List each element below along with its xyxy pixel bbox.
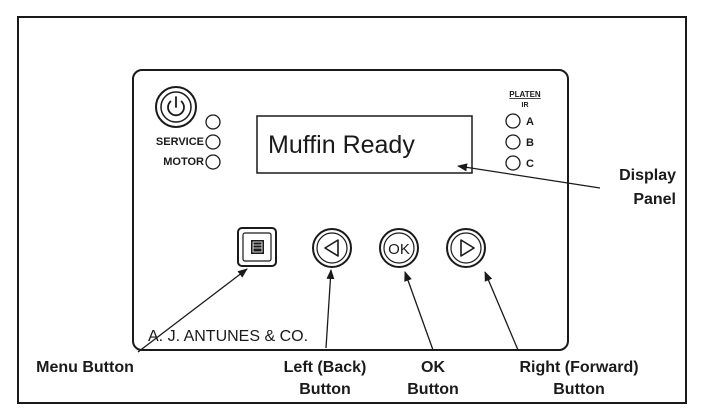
display-panel-callout-line2: Panel <box>633 191 676 208</box>
menu-button-arrow <box>137 268 248 353</box>
right-button-arrow <box>484 271 519 351</box>
platen-c-label: C <box>526 158 534 170</box>
control-panel <box>132 69 569 351</box>
service-label: SERVICE <box>156 136 204 148</box>
right-button-callout-line1: Right (Forward) <box>519 359 638 376</box>
power-icon <box>167 96 185 117</box>
platen-a-label: A <box>526 116 534 128</box>
right-button[interactable] <box>446 228 486 268</box>
display-panel-callout-line1: Display <box>619 167 676 184</box>
menu-icon <box>251 240 264 254</box>
display-panel-arrow <box>457 163 601 189</box>
left-button-callout-line2: Button <box>299 381 351 398</box>
left-arrow-icon <box>324 239 339 257</box>
display-text: Muffin Ready <box>268 131 415 159</box>
ok-button-arrow <box>404 271 434 351</box>
ok-button[interactable]: OK <box>379 228 419 268</box>
right-button-callout-line2: Button <box>553 381 605 398</box>
power-button[interactable] <box>155 86 197 128</box>
motor-label: MOTOR <box>163 156 204 168</box>
platen-b-led <box>505 134 521 150</box>
platen-c-led <box>505 155 521 171</box>
menu-button[interactable] <box>237 227 277 267</box>
platen-b-label: B <box>526 137 534 149</box>
ok-button-callout-line2: Button <box>407 381 459 398</box>
outer-frame <box>17 16 687 404</box>
platen-subtitle: IR <box>522 102 529 109</box>
power-indicator-led <box>205 114 221 130</box>
motor-indicator-led <box>205 154 221 170</box>
platen-title: PLATEN <box>509 90 541 99</box>
ok-button-label: OK <box>388 241 410 258</box>
left-button-arrow <box>325 269 335 349</box>
left-button-callout-line1: Left (Back) <box>284 359 367 376</box>
ok-button-callout-line1: OK <box>421 359 445 376</box>
platen-a-led <box>505 113 521 129</box>
brand-label: A. J. ANTUNES & CO. <box>148 328 308 345</box>
left-button[interactable] <box>312 228 352 268</box>
menu-button-callout: Menu Button <box>36 359 134 376</box>
display-panel <box>256 115 473 174</box>
service-indicator-led <box>205 134 221 150</box>
right-arrow-icon <box>460 239 475 257</box>
